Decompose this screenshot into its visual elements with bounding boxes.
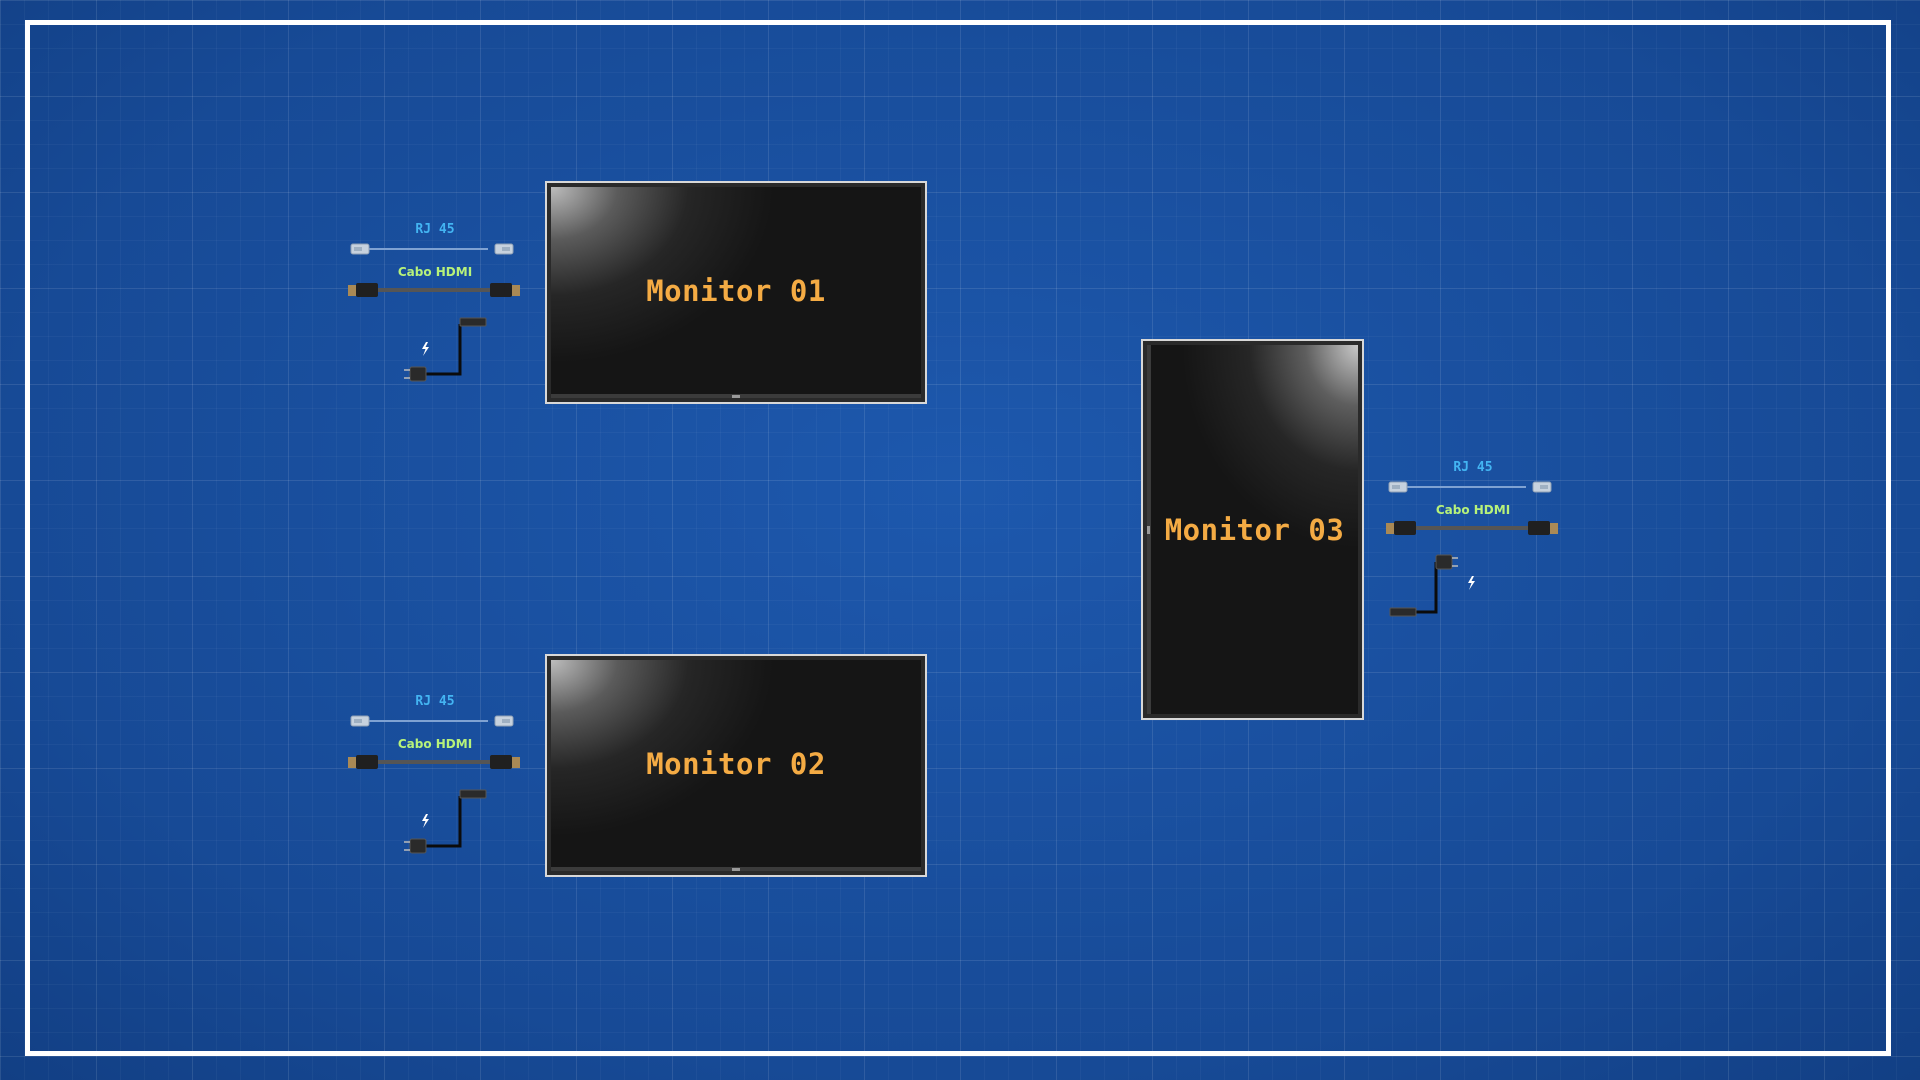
monitor-02-screen: Monitor 02 [551,660,921,871]
monitor-01-cables: RJ 45 Cabo HDMI [348,218,528,398]
hdmi-cable-icon [348,754,522,771]
rj45-label: RJ 45 [1453,460,1493,475]
power-cable-icon [1388,553,1477,618]
monitor-02-label: Monitor 02 [646,746,826,781]
monitor-03-screen: Monitor 03 [1147,345,1358,714]
monitor-02-cables: RJ 45 Cabo HDMI [348,690,528,870]
hdmi-cable-icon [348,282,522,299]
monitor-02-logo [732,868,740,871]
monitor-01-screen: Monitor 01 [551,187,921,398]
rj45-label: RJ 45 [415,694,455,709]
power-cable-icon [402,788,488,855]
hdmi-label: Cabo HDMI [397,265,473,279]
diagram-frame [25,20,1891,1056]
hdmi-label: Cabo HDMI [1435,503,1511,517]
monitor-01-label: Monitor 01 [646,273,826,308]
monitor-01-logo [732,395,740,398]
monitor-02: Monitor 02 [545,654,927,877]
hdmi-label: Cabo HDMI [397,737,473,751]
monitor-01: Monitor 01 [545,181,927,404]
hdmi-cable-icon [1386,520,1560,537]
monitor-03-cables: RJ 45 Cabo HDMI [1386,456,1566,636]
monitor-03-logo [1147,525,1150,534]
monitor-03: Monitor 03 [1141,339,1364,720]
power-cable-icon [402,316,488,383]
rj45-label: RJ 45 [415,222,455,237]
monitor-03-label: Monitor 03 [1164,512,1345,547]
